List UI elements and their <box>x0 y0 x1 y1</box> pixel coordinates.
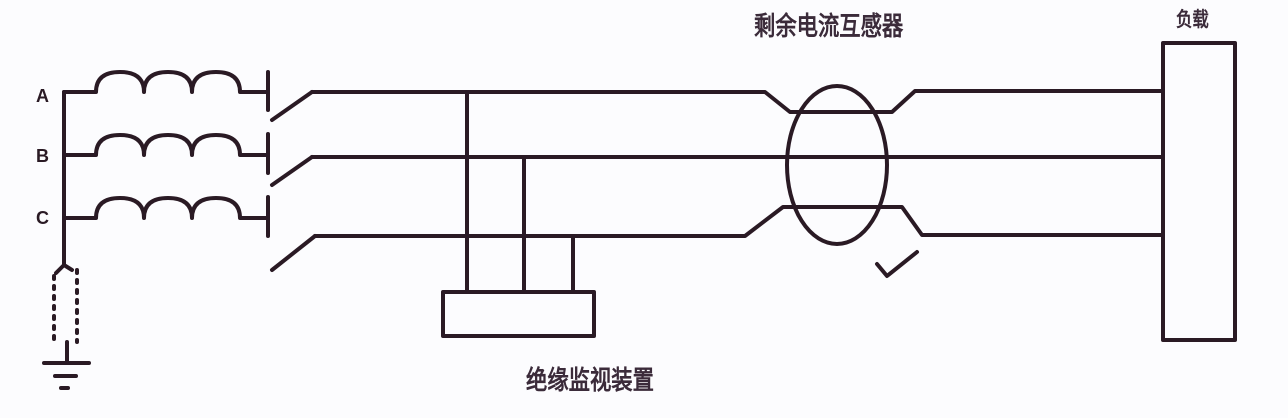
rct-label: 剩余电流互感器 <box>754 12 904 42</box>
ground-impedance <box>52 263 79 364</box>
phase-label-a: A <box>36 86 49 106</box>
imd-connections <box>465 90 575 294</box>
load-box <box>1161 41 1237 342</box>
insulation-monitoring-device-box <box>441 290 596 338</box>
fault-mark-icon <box>875 250 919 278</box>
coil-phase-a <box>62 70 270 112</box>
earth-ground-icon <box>42 361 91 390</box>
line-phase-a <box>310 89 1165 114</box>
residual-current-transformer-ring <box>785 84 889 246</box>
line-phase-c <box>313 205 1165 238</box>
phase-label-c: C <box>36 208 49 228</box>
coil-phase-b <box>62 132 270 175</box>
coil-phase-c <box>62 195 270 238</box>
load-label: 负载 <box>1176 7 1209 31</box>
three-pole-switch <box>270 90 317 272</box>
phase-label-b: B <box>36 146 49 166</box>
imd-label: 绝缘监视装置 <box>526 366 654 396</box>
